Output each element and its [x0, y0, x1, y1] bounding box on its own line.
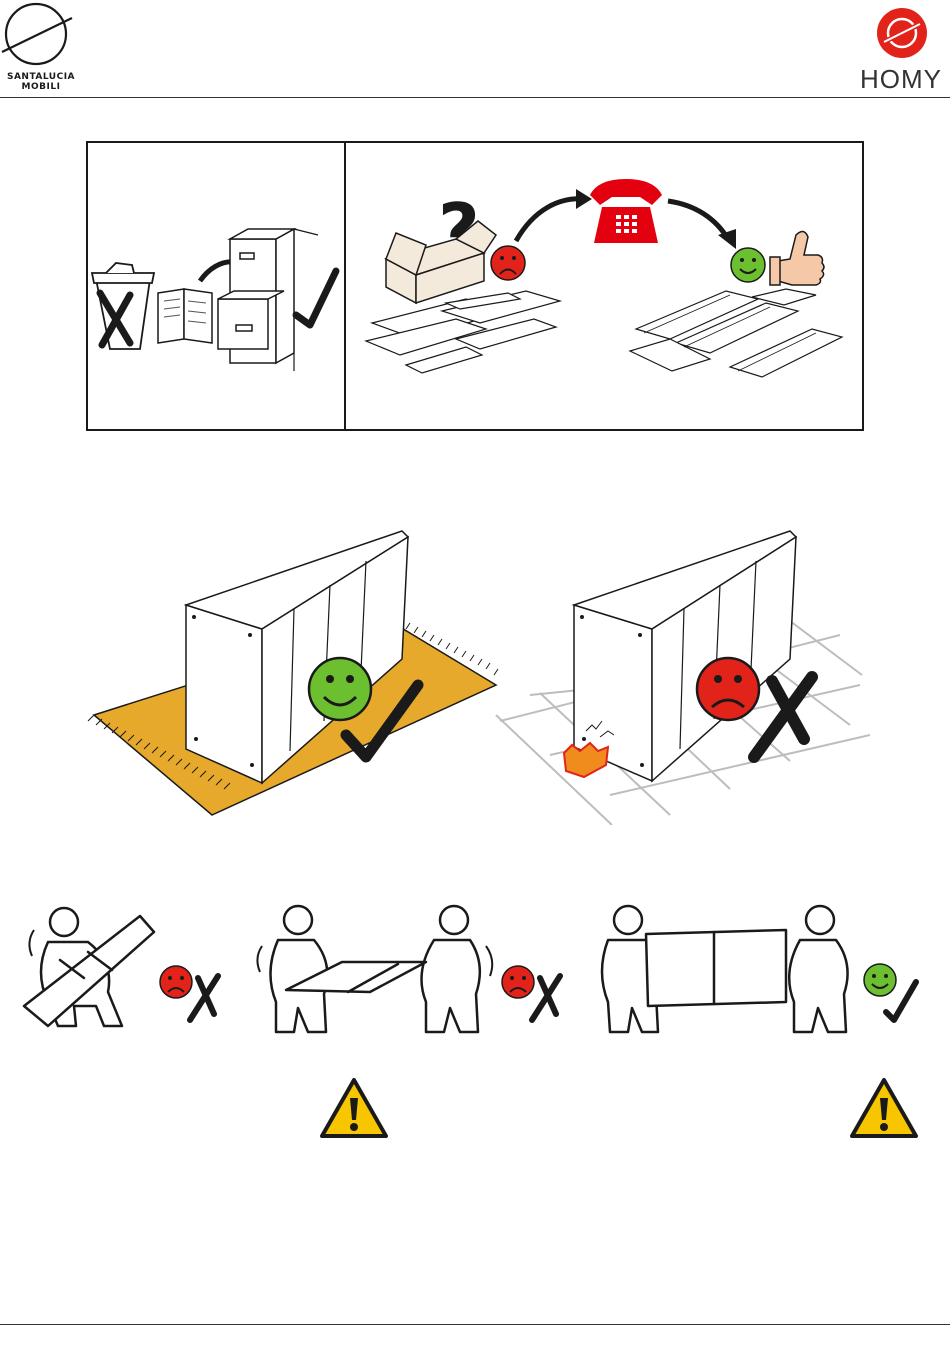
lift-upright-two-persons-correct-icon [596, 902, 926, 1037]
warning-triangle-icon [318, 1076, 390, 1140]
hard-floor-damage-icon [490, 525, 870, 825]
keep-instructions-panel [86, 141, 346, 431]
footer-divider [0, 1324, 950, 1325]
missing-parts-panel: ? [344, 141, 864, 431]
brand-name-line1: SANTALUCIA [4, 72, 78, 82]
archive-instructions-icon [88, 143, 344, 429]
brand-name-line2: MOBILI [4, 82, 78, 92]
warning-triangle-icon [848, 1076, 920, 1140]
assemble-on-soft-surface-icon [84, 525, 504, 830]
lift-alone-wrong-icon [18, 902, 228, 1037]
homy-wordmark: HOMY [858, 64, 944, 95]
lift-flat-two-persons-wrong-icon [250, 902, 570, 1037]
header-divider [0, 97, 950, 98]
call-for-missing-parts-icon: ? [346, 143, 862, 429]
